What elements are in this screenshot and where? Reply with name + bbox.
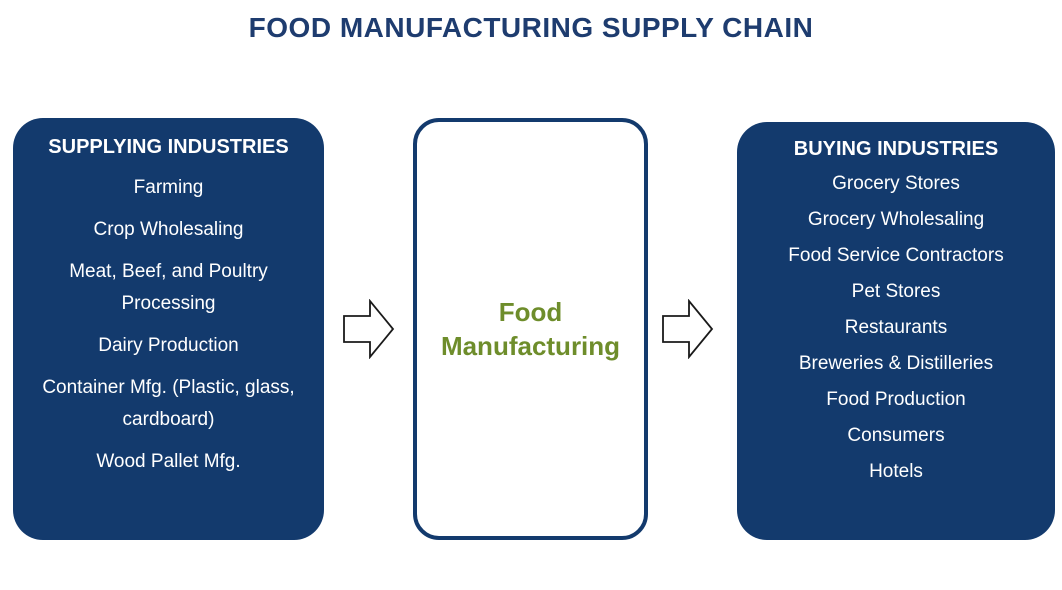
food-manufacturing-label: Food Manufacturing <box>440 297 621 361</box>
list-item: Crop Wholesaling <box>93 219 244 240</box>
food-manufacturing-box: Food Manufacturing <box>413 118 648 540</box>
buying-industries-header: BUYING INDUSTRIES <box>793 138 999 160</box>
list-item: Food Service Contractors <box>788 245 1004 266</box>
list-item: Pet Stores <box>851 281 941 302</box>
list-item: Breweries & Distilleries <box>798 353 994 374</box>
list-item: Dairy Production <box>98 335 239 356</box>
list-item: Container Mfg. (Plastic, glass, cardboar… <box>42 377 295 430</box>
list-item: Food Production <box>826 389 966 410</box>
flow-right-arrow-icon <box>343 299 395 359</box>
list-item: Consumers <box>847 425 945 446</box>
list-item: Hotels <box>869 461 923 482</box>
list-item: Grocery Stores <box>832 173 960 194</box>
supplying-industries-header: SUPPLYING INDUSTRIES <box>48 136 289 158</box>
flow-right-arrow-icon <box>662 299 714 359</box>
list-item: Meat, Beef, and Poultry Processing <box>69 261 268 314</box>
list-item: Grocery Wholesaling <box>807 209 985 230</box>
page-title: FOOD MANUFACTURING SUPPLY CHAIN <box>248 12 814 43</box>
list-item: Farming <box>133 177 204 198</box>
list-item: Wood Pallet Mfg. <box>96 451 241 472</box>
list-item: Restaurants <box>844 317 948 338</box>
